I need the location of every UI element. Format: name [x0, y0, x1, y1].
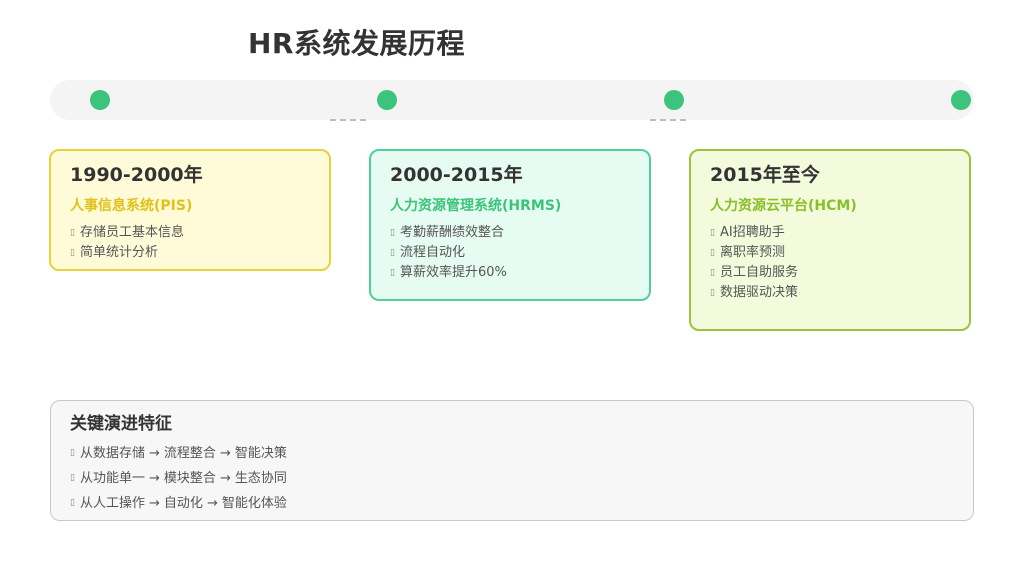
- bullet-icon: ▯: [710, 288, 715, 298]
- list-item: ▯ 流程自动化: [390, 243, 631, 263]
- stage-name: 人力资源管理系统(HRMS): [390, 198, 562, 214]
- evolution-step: 流程整合: [163, 446, 216, 461]
- feature-text: 存储员工基本信息: [80, 225, 185, 240]
- list-item: ▯ 存储员工基本信息: [70, 223, 311, 243]
- stage-card-hcm: 2015年至今 人力资源云平台(HCM) ▯ AI招聘助手 ▯ 离职率预测 ▯ 员工自…: [689, 149, 971, 331]
- arrow-right-icon: →: [206, 496, 218, 511]
- feature-text: 数据驱动决策: [720, 285, 799, 300]
- bullet-icon: ▯: [390, 228, 395, 238]
- list-item: ▯ 从功能单一 → 模块整合 → 生态协同: [70, 466, 954, 491]
- stage-name: 人事信息系统(PIS): [70, 198, 193, 214]
- stage-feature-list: ▯ AI招聘助手 ▯ 离职率预测 ▯ 员工自助服务 ▯ 数据驱动决策: [710, 223, 951, 303]
- stage-card-pis: 1990-2000年 人事信息系统(PIS) ▯ 存储员工基本信息 ▯ 简单统计分析: [49, 149, 331, 271]
- bullet-icon: ▯: [70, 448, 75, 458]
- feature-text: 考勤薪酬绩效整合: [400, 225, 505, 240]
- stage-period: 1990-2000年: [70, 164, 203, 186]
- evolution-step: 生态协同: [234, 471, 287, 486]
- list-item: ▯ 离职率预测: [710, 243, 951, 263]
- bullet-icon: ▯: [70, 473, 75, 483]
- stage-period: 2015年至今: [710, 164, 820, 186]
- arrow-right-icon: →: [149, 446, 160, 461]
- feature-text: 离职率预测: [720, 245, 786, 260]
- list-item: ▯ AI招聘助手: [710, 223, 951, 243]
- timeline-node: [664, 90, 684, 110]
- list-item: ▯ 从数据存储 → 流程整合 → 智能决策: [70, 441, 954, 466]
- arrow-right-icon: →: [149, 471, 160, 486]
- evolution-step: 智能化体验: [221, 496, 287, 511]
- bullet-icon: ▯: [390, 248, 395, 258]
- summary-list: ▯ 从数据存储 → 流程整合 → 智能决策 ▯ 从功能单一 → 模块整合 → 生…: [70, 441, 954, 516]
- bullet-icon: ▯: [710, 268, 715, 278]
- feature-text: 员工自助服务: [720, 265, 799, 280]
- page-title: HR系统发展历程: [248, 27, 465, 60]
- arrow-right-icon: →: [219, 446, 231, 461]
- evolution-step: 智能决策: [234, 446, 287, 461]
- stage-card-hrms: 2000-2015年 人力资源管理系统(HRMS) ▯ 考勤薪酬绩效整合 ▯ 流程自…: [369, 149, 651, 301]
- timeline-node: [377, 90, 397, 110]
- stage-feature-list: ▯ 考勤薪酬绩效整合 ▯ 流程自动化 ▯ 算薪效率提升60%: [390, 223, 631, 283]
- evolution-step: 模块整合: [163, 471, 216, 486]
- bullet-icon: ▯: [70, 248, 75, 258]
- feature-text: 简单统计分析: [80, 245, 159, 260]
- stage-period: 2000-2015年: [390, 164, 523, 186]
- stage-feature-list: ▯ 存储员工基本信息 ▯ 简单统计分析: [70, 223, 311, 263]
- list-item: ▯ 考勤薪酬绩效整合: [390, 223, 631, 243]
- bullet-icon: ▯: [710, 248, 715, 258]
- bullet-icon: ▯: [710, 228, 715, 238]
- timeline-connector: [330, 119, 366, 121]
- list-item: ▯ 数据驱动决策: [710, 283, 951, 303]
- evolution-step: 从人工操作: [80, 496, 146, 511]
- bullet-icon: ▯: [70, 228, 75, 238]
- feature-text: 流程自动化: [400, 245, 466, 260]
- timeline-track: [50, 80, 974, 120]
- evolution-step: 从功能单一: [80, 471, 146, 486]
- key-evolution-panel: 关键演进特征 ▯ 从数据存储 → 流程整合 → 智能决策 ▯ 从功能单一 → 模…: [50, 400, 974, 521]
- list-item: ▯ 简单统计分析: [70, 243, 311, 263]
- list-item: ▯ 从人工操作 → 自动化 → 智能化体验: [70, 491, 954, 516]
- arrow-right-icon: →: [219, 471, 231, 486]
- bullet-icon: ▯: [70, 498, 75, 508]
- summary-title: 关键演进特征: [70, 414, 172, 434]
- list-item: ▯ 算薪效率提升60%: [390, 263, 631, 283]
- stage-name: 人力资源云平台(HCM): [710, 198, 857, 214]
- list-item: ▯ 员工自助服务: [710, 263, 951, 283]
- timeline-node: [951, 90, 971, 110]
- feature-text: AI招聘助手: [720, 225, 785, 240]
- arrow-right-icon: →: [149, 496, 160, 511]
- bullet-icon: ▯: [390, 268, 395, 278]
- evolution-step: 自动化: [163, 496, 203, 511]
- feature-text: 算薪效率提升60%: [400, 265, 507, 280]
- timeline-connector: [650, 119, 686, 121]
- timeline-node: [90, 90, 110, 110]
- evolution-step: 从数据存储: [80, 446, 146, 461]
